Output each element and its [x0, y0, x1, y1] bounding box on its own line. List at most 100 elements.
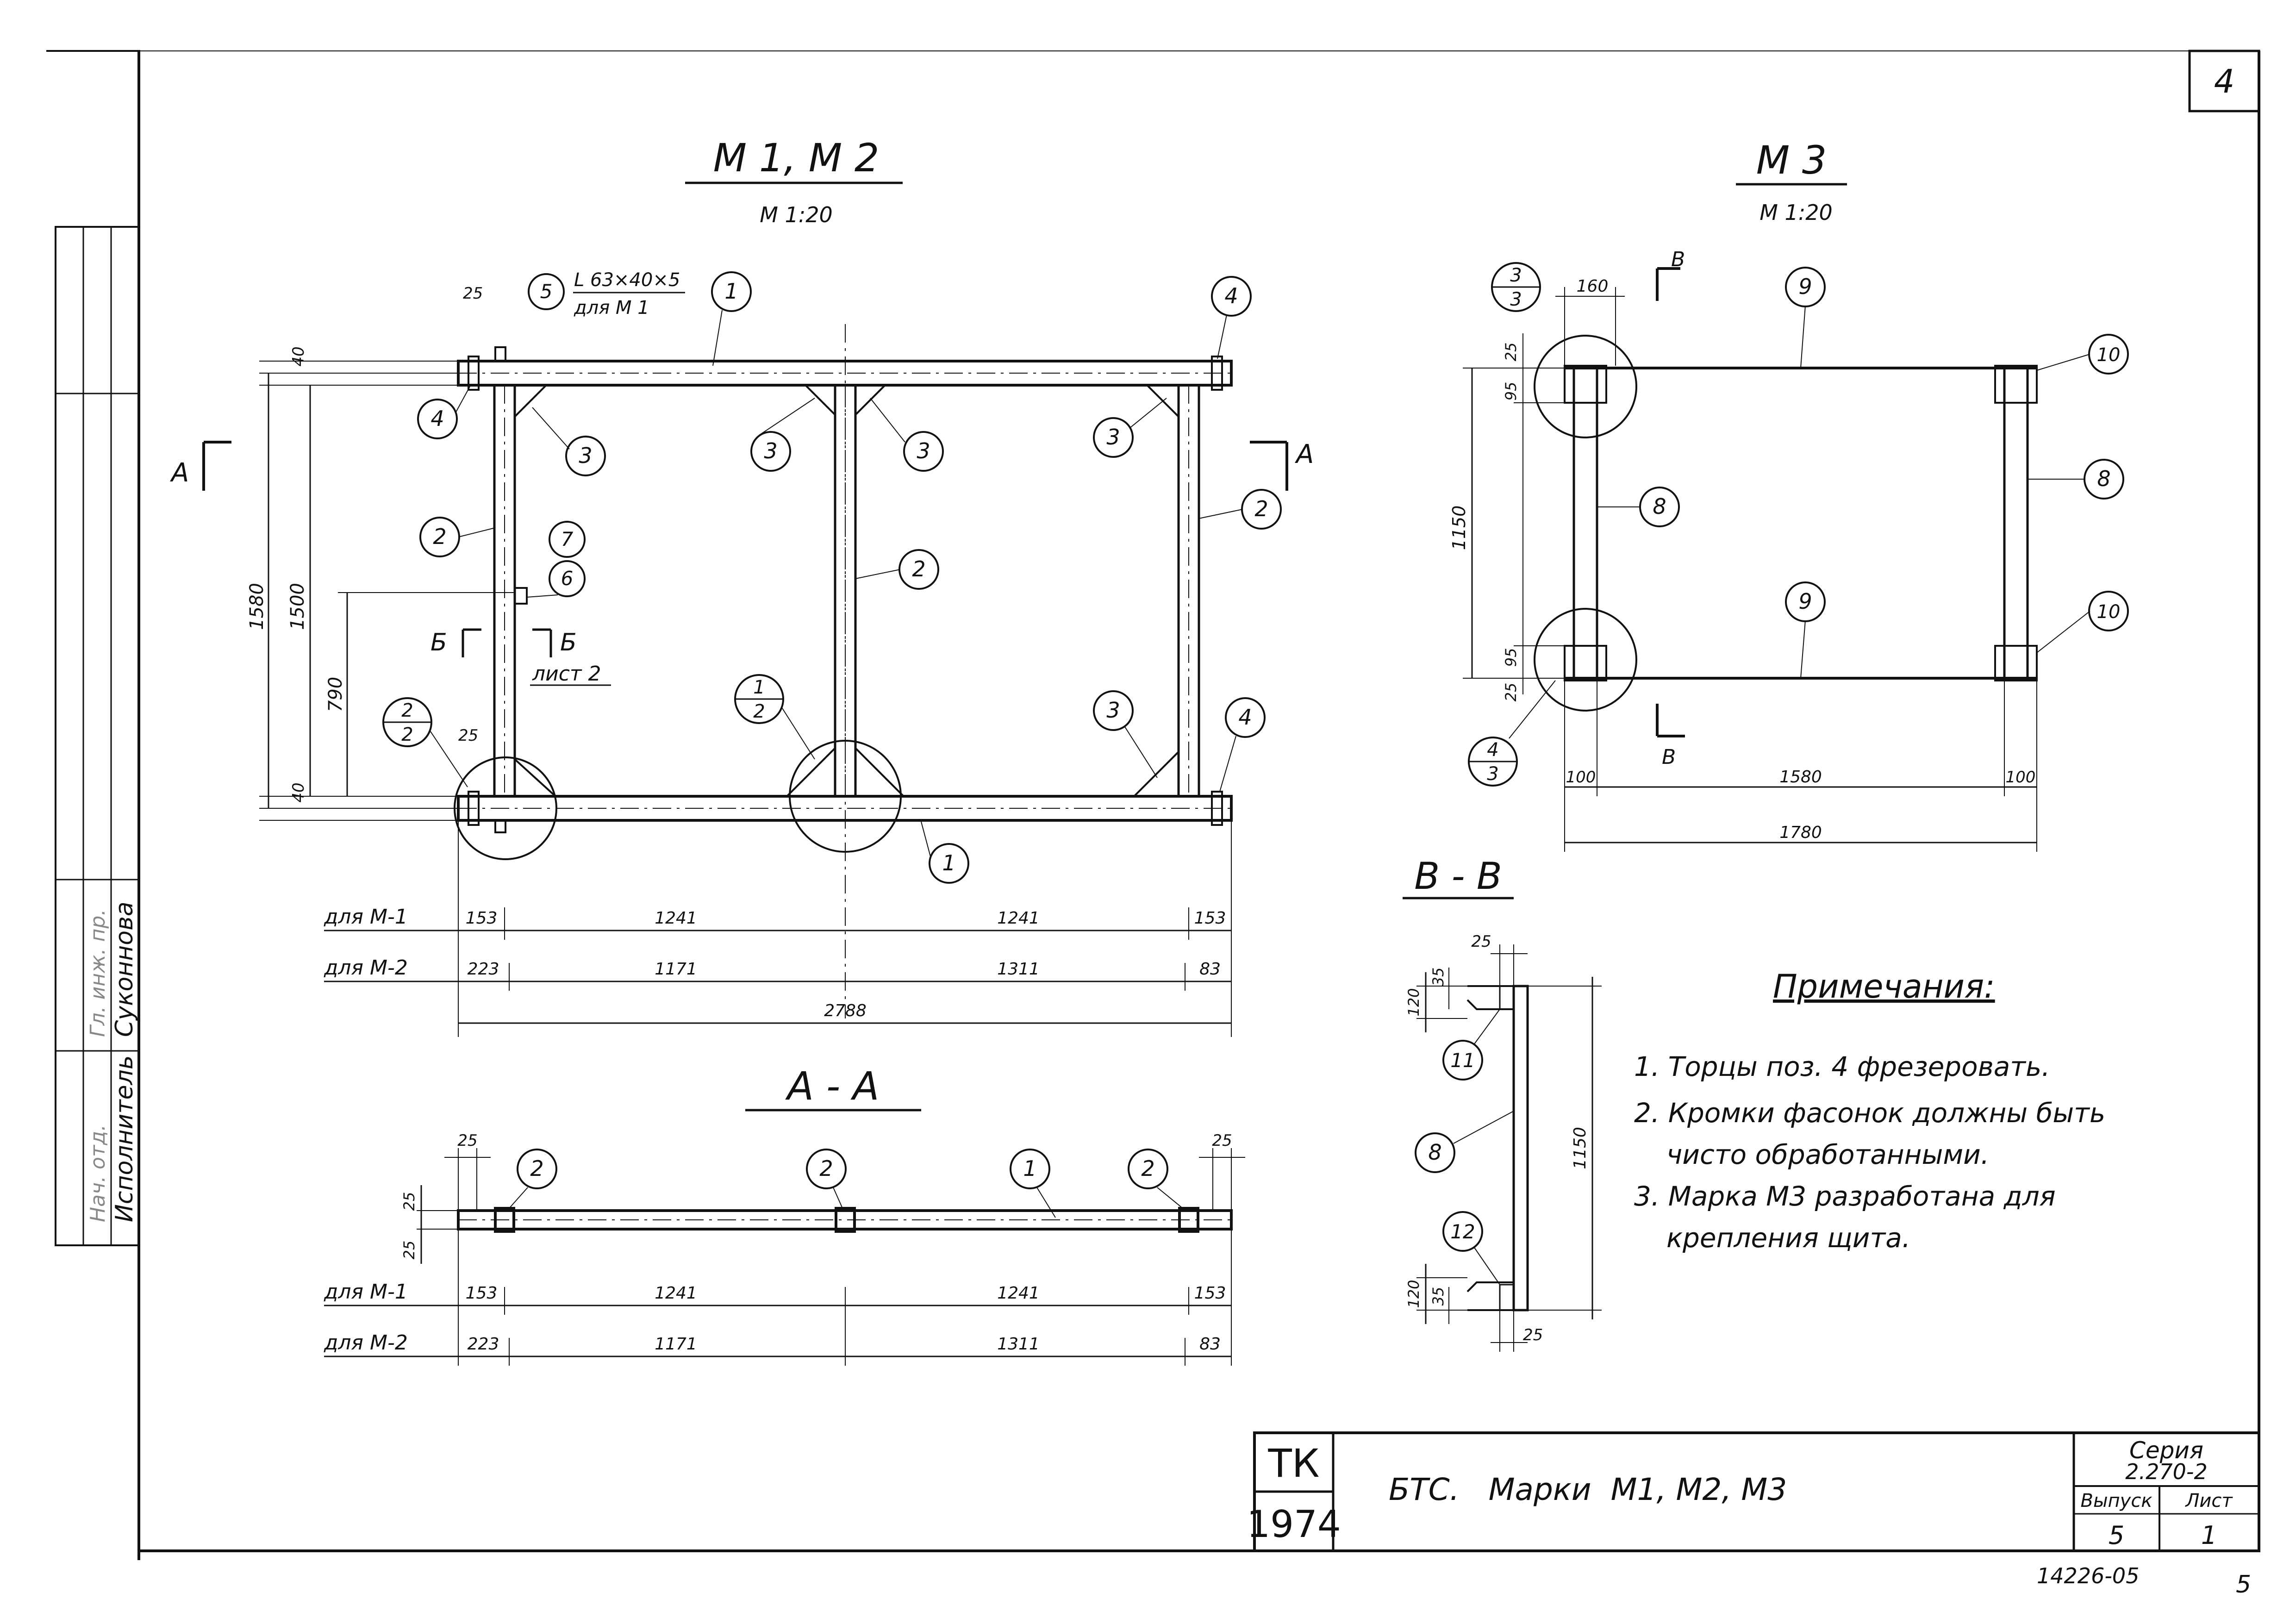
- leaders-m12: [430, 310, 1243, 857]
- callout-circles-m12: [382, 271, 1282, 884]
- aa-dim-m2-0: 223: [468, 1335, 499, 1354]
- section-mark-a-left: [202, 441, 231, 491]
- callout-6: 6: [561, 567, 574, 590]
- m3-callout-10-bot: 10: [2097, 601, 2121, 623]
- detail-2-2-num: 2: [401, 700, 413, 721]
- notes-heading: Примечания:: [1773, 968, 1995, 1006]
- dim-h40-bot: 40: [289, 782, 308, 802]
- stamp-sheet: 1: [2201, 1521, 2217, 1550]
- m3-dim-100-right: 100: [2006, 768, 2036, 787]
- dim-total-2788: 2788: [824, 1001, 867, 1020]
- view-m12-scale: М 1:20: [760, 202, 833, 227]
- dim-m2-1: 1171: [655, 960, 697, 979]
- aa-dim-m2-2: 1311: [997, 1335, 1040, 1354]
- dim-h1500: 1500: [287, 583, 308, 630]
- aa-dim-25-v1: 25: [400, 1192, 418, 1211]
- aa-dim-m1-2: 1241: [997, 1284, 1040, 1303]
- side-name-executor: Суконнова: [111, 901, 138, 1037]
- m3-dim-1780: 1780: [1779, 823, 1822, 842]
- stamp-issue-label: Выпуск: [2081, 1490, 2152, 1512]
- stamp-org1: ТК: [1268, 1441, 1320, 1486]
- note-3: 3. Марка М3 разработана для: [1634, 1181, 2056, 1212]
- m3-dim-100-left: 100: [1566, 768, 1596, 787]
- stamp-series: 2.270-2: [2125, 1459, 2208, 1484]
- m3-callout-9-bot: 9: [1798, 589, 1812, 614]
- note-1: 1. Торцы поз. 4 фрезеровать.: [1634, 1051, 2050, 1082]
- section-label-b-left: Б: [430, 629, 447, 656]
- m3-dim-1150: 1150: [1449, 506, 1469, 550]
- title-block: [1253, 1431, 2260, 1552]
- stamp-title: БТС. Марки М1, М2, М3: [1389, 1472, 1787, 1507]
- detail-3-3-den: 3: [1510, 289, 1522, 310]
- m3-dim-95-bot: 95: [1502, 648, 1520, 667]
- dim-m1-0: 153: [466, 909, 498, 928]
- view-m3-title: М 3: [1756, 137, 1827, 183]
- vv-dim-25-top: 25: [1471, 932, 1491, 951]
- m3-section-v-bot: В: [1662, 745, 1676, 769]
- aa-dim-m2-1: 1171: [655, 1335, 697, 1354]
- note-3-cont: крепления щита.: [1666, 1222, 1911, 1254]
- dim-h1580: 1580: [246, 583, 268, 630]
- callout-circles-m3: [1468, 262, 2129, 787]
- m3-section-v-top: В: [1671, 248, 1685, 271]
- callout-2-left: 2: [433, 524, 446, 549]
- aa-row-label-m1: для М-1: [324, 1280, 408, 1304]
- section-mark-a-right: [1250, 441, 1288, 491]
- dim-m1-3: 153: [1194, 909, 1226, 928]
- section-b-ref: лист 2: [532, 662, 601, 686]
- profile-note-2: для М 1: [574, 297, 649, 319]
- view-aa-title: А - А: [785, 1063, 880, 1109]
- stamp-issue: 5: [2109, 1521, 2124, 1550]
- vv-dim-35-bot: 35: [1429, 1287, 1447, 1306]
- callout-3-e: 3: [1106, 698, 1120, 723]
- m3-dim-1580: 1580: [1779, 768, 1822, 787]
- callout-3-a: 3: [579, 443, 592, 468]
- dim-25-top: 25: [463, 284, 483, 303]
- dim-h40-top: 40: [289, 346, 308, 366]
- dims-horizontal-m12: [324, 820, 1232, 1037]
- vv-dim-35-top: 35: [1429, 968, 1447, 987]
- callout-4-b: 4: [1224, 283, 1238, 308]
- vv-callout-12: 12: [1450, 1220, 1475, 1243]
- aa-dim-m1-0: 153: [466, 1284, 498, 1303]
- side-stamp: [55, 226, 140, 1246]
- dims-vertical-m12: [259, 361, 515, 821]
- detail-1-2-den: 2: [753, 701, 765, 722]
- callout-4-c: 4: [1238, 705, 1252, 730]
- profile-note: L 63×40×5: [574, 269, 680, 291]
- frame-m12: [454, 346, 1233, 860]
- callout-2-mid: 2: [912, 556, 925, 581]
- note-2-cont: чисто обработанными.: [1666, 1139, 1990, 1170]
- detail-2-2-den: 2: [401, 724, 413, 745]
- side-role-executor: Исполнитель: [111, 1056, 138, 1223]
- callout-1-top: 1: [724, 279, 738, 304]
- aa-dim-25-right: 25: [1212, 1131, 1232, 1150]
- frame-aa: [324, 1148, 1245, 1366]
- vv-dim-120-top: 120: [1405, 988, 1423, 1016]
- m3-dim-160: 160: [1577, 277, 1609, 296]
- m3-callout-10-top: 10: [2097, 344, 2121, 366]
- archive-number: 14226-05: [2037, 1563, 2139, 1588]
- view-m3-scale: М 1:20: [1759, 200, 1833, 225]
- side-role-head: Нач. отд.: [86, 1124, 110, 1222]
- aa-dim-m2-3: 83: [1199, 1335, 1221, 1354]
- detail-4-3-den: 3: [1487, 763, 1498, 785]
- detail-4-3-num: 4: [1487, 739, 1498, 761]
- aa-row-label-m2: для М-2: [324, 1331, 408, 1355]
- m3-callout-8-left: 8: [1653, 494, 1666, 519]
- stamp-series-label: Серия: [2129, 1437, 2203, 1464]
- dim-m2-0: 223: [468, 960, 499, 979]
- callout-1-bot: 1: [942, 850, 955, 875]
- row-label-m1: для М-1: [324, 905, 408, 929]
- vv-dim-120-bot: 120: [1405, 1280, 1423, 1308]
- aa-dim-m1-1: 1241: [655, 1284, 697, 1303]
- aa-callout-1: 1: [1023, 1156, 1036, 1181]
- dim-25-bot: 25: [458, 726, 478, 745]
- dim-m1-2: 1241: [997, 909, 1040, 928]
- page-corner-number: 5: [2236, 1571, 2251, 1599]
- callout-2-right: 2: [1254, 496, 1268, 521]
- section-label-a-right: А: [1295, 439, 1314, 469]
- frame-m3: [1463, 267, 2038, 852]
- callout-3-b: 3: [764, 438, 777, 463]
